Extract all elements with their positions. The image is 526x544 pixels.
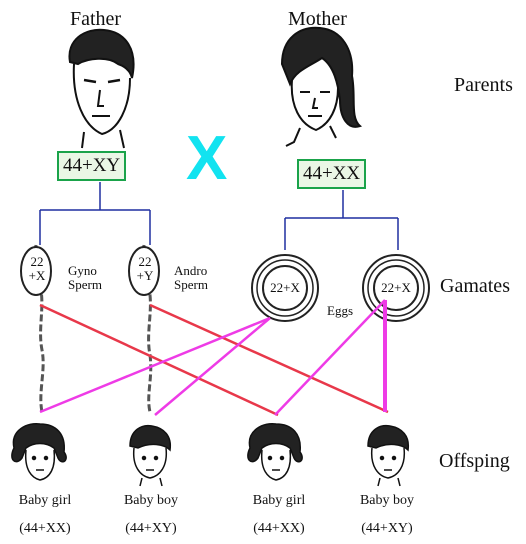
father-face-icon [68,28,135,149]
mother-face-icon [280,26,363,147]
mother-label: Mother [288,8,347,30]
mother-gamete-lines [39,299,387,416]
sperm-y-chromosome: 22 +Y [136,254,154,283]
child-4-name: Baby boy [359,493,415,508]
sperm-x-head [20,246,52,296]
child-1-name: Baby girl [18,493,72,508]
baby-girl-1-icon [11,422,67,481]
father-genotype: 44+XY [57,151,127,181]
egg-1-label: 22+X [270,280,300,295]
child-3-name: Baby girl [252,493,306,508]
egg-2-label: 22+X [381,280,411,295]
child-2-genotype: (44+XY) [125,521,177,536]
gyno-sperm-label: Gyno Sperm [68,263,102,292]
baby-boy-2-icon [367,424,410,487]
parents-row-label: Parents [454,74,513,96]
gametes-row-label: Gamates [440,275,510,297]
sperm-y-head [128,246,160,296]
sperm-x-chromosome: 22 +X [28,254,46,283]
child-2-name: Baby boy [123,493,179,508]
child-1-genotype: (44+XX) [19,521,71,536]
egg-1-shape [251,254,319,322]
eggs-label: Eggs [327,303,353,318]
child-4-genotype: (44+XY) [361,521,413,536]
cross-symbol: X [186,124,228,193]
baby-girl-2-icon [247,422,303,481]
mother-genotype: 44+XX [297,159,367,189]
child-3-genotype: (44+XX) [253,521,305,536]
father-gamete-lines [39,303,389,417]
andro-sperm-label: Andro Sperm [174,263,208,292]
offspring-row-label: Offsping [439,450,510,472]
father-label: Father [70,8,122,30]
mother-branch [284,190,399,250]
baby-boy-1-icon [129,424,172,487]
father-branch [39,182,151,245]
